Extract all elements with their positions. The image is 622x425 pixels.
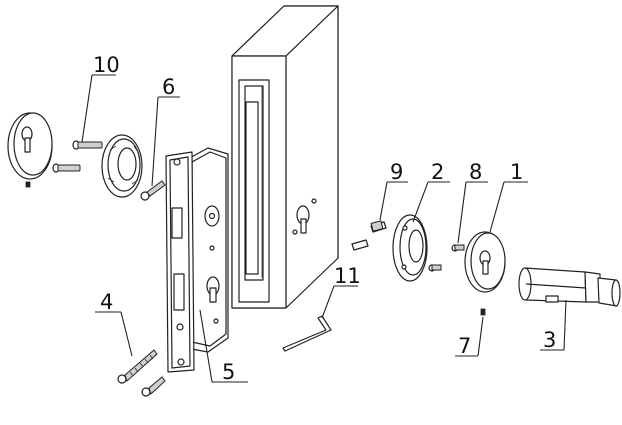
callout-8: 8 <box>469 160 482 184</box>
leader-lines <box>81 74 567 383</box>
callout-7: 7 <box>458 334 471 358</box>
lock-case-box <box>231 5 339 309</box>
callout-3: 3 <box>543 328 556 352</box>
right-rose-plate <box>392 214 428 282</box>
rose-fixing-screws <box>428 244 465 272</box>
callout-labels: 10 6 4 5 9 2 8 1 11 7 3 <box>93 53 556 384</box>
callout-1: 1 <box>510 160 523 184</box>
rose-screw <box>140 180 166 201</box>
callout-6: 6 <box>162 75 175 99</box>
left-screws <box>52 140 103 173</box>
callout-5: 5 <box>222 360 235 384</box>
faceplate-screws <box>117 349 166 397</box>
allen-key <box>282 315 332 352</box>
euro-cylinder <box>518 267 621 307</box>
spindle-pins <box>351 220 387 251</box>
callout-11: 11 <box>334 264 361 288</box>
right-escutcheon <box>464 231 506 316</box>
left-escutcheon <box>7 112 53 188</box>
callout-9: 9 <box>390 160 403 184</box>
callout-10: 10 <box>93 53 120 77</box>
left-rose-plate <box>101 134 143 198</box>
mortise-lock-body <box>165 147 229 373</box>
callout-2: 2 <box>431 160 444 184</box>
callout-4: 4 <box>100 290 113 314</box>
